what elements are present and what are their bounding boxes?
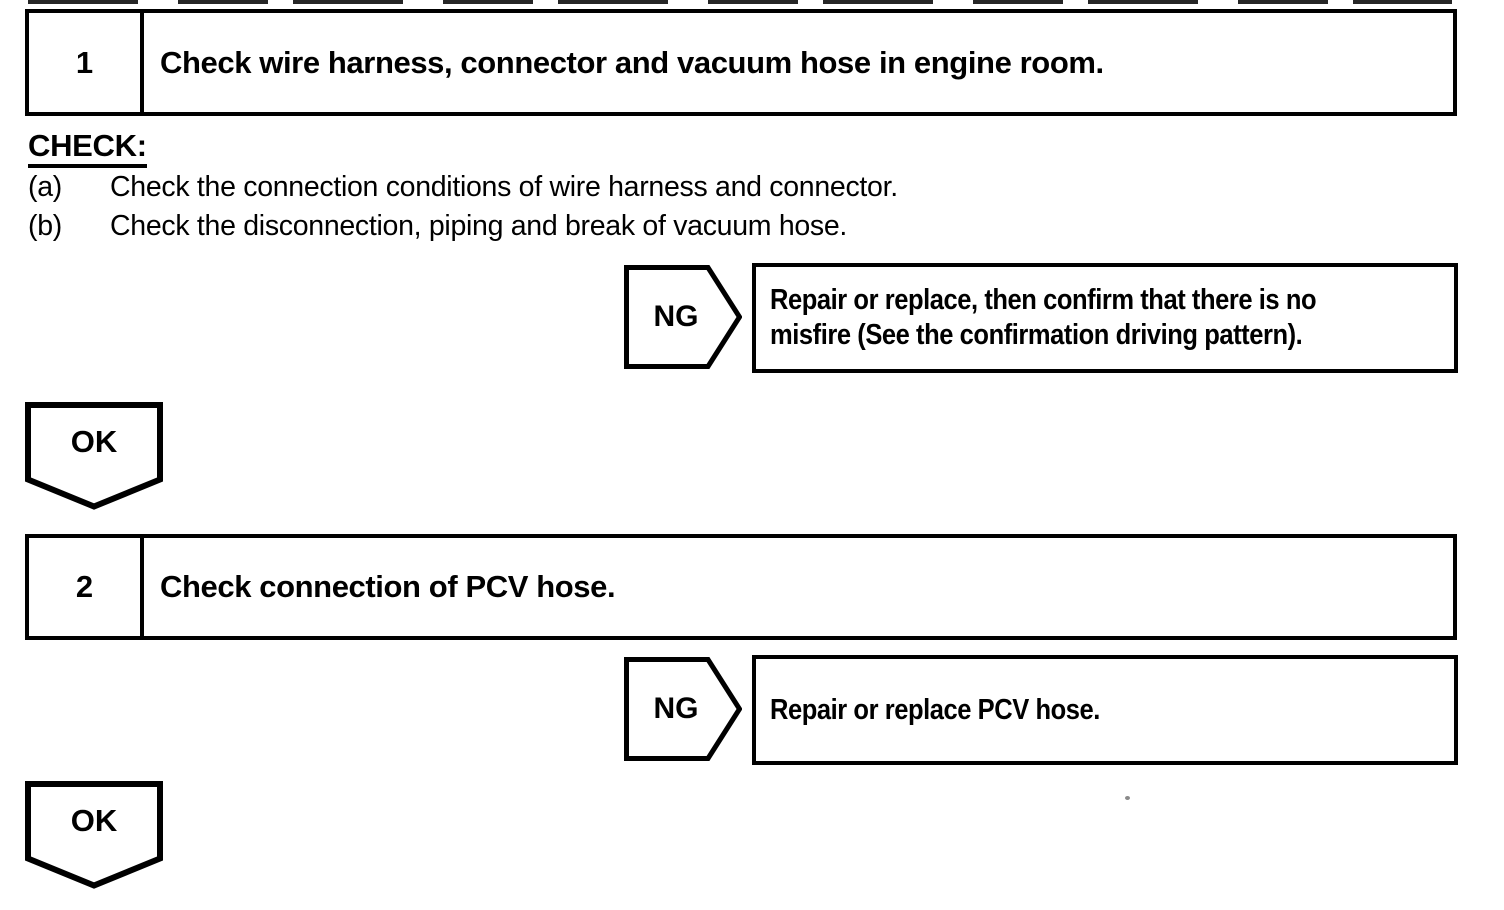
scan-artifact-line bbox=[28, 0, 1452, 4]
check-item-a-label: (a) bbox=[28, 171, 62, 203]
check-item-b-label: (b) bbox=[28, 210, 62, 242]
ng-label-2: NG bbox=[653, 692, 699, 725]
check-item-a: (a) Check the connection conditions of w… bbox=[28, 172, 898, 203]
check-item-b: (b) Check the disconnection, piping and … bbox=[28, 211, 847, 242]
check-item-b-text: Check the disconnection, piping and brea… bbox=[110, 210, 848, 242]
ok-label-1: OK bbox=[70, 424, 118, 459]
result-2-line-1: Repair or replace PCV hose. bbox=[770, 693, 1100, 726]
check-item-a-text: Check the connection conditions of wire … bbox=[110, 171, 898, 203]
ok-pointer-2: OK bbox=[25, 781, 163, 889]
ok-label-2: OK bbox=[70, 803, 118, 838]
step-2-box: 2 Check connection of PCV hose. bbox=[25, 534, 1457, 640]
ng-arrow-icon bbox=[624, 657, 742, 761]
ng-arrow-icon bbox=[624, 265, 742, 369]
step-1-number: 1 bbox=[29, 13, 144, 112]
step-2-title: Check connection of PCV hose. bbox=[160, 569, 616, 604]
ng-arrow-2: NG bbox=[624, 657, 742, 761]
step-1-box: 1 Check wire harness, connector and vacu… bbox=[25, 9, 1457, 116]
ok-pointer-1: OK bbox=[25, 402, 163, 510]
result-1-line-1: Repair or replace, then confirm that the… bbox=[770, 284, 1317, 316]
ng-arrow-1: NG bbox=[624, 265, 742, 369]
ng-label-1: NG bbox=[653, 300, 699, 333]
scan-artifact-dot bbox=[1125, 796, 1130, 800]
step-2-number: 2 bbox=[29, 538, 144, 636]
result-box-1: Repair or replace, then confirm that the… bbox=[752, 263, 1458, 373]
ok-pointer-icon bbox=[25, 402, 163, 510]
step-1-title: Check wire harness, connector and vacuum… bbox=[160, 44, 1104, 80]
result-1-line-2: misfire (See the confirmation driving pa… bbox=[770, 319, 1303, 351]
check-heading: CHECK: bbox=[28, 130, 147, 168]
ok-pointer-icon bbox=[25, 781, 163, 889]
result-box-2: Repair or replace PCV hose. bbox=[752, 655, 1458, 765]
